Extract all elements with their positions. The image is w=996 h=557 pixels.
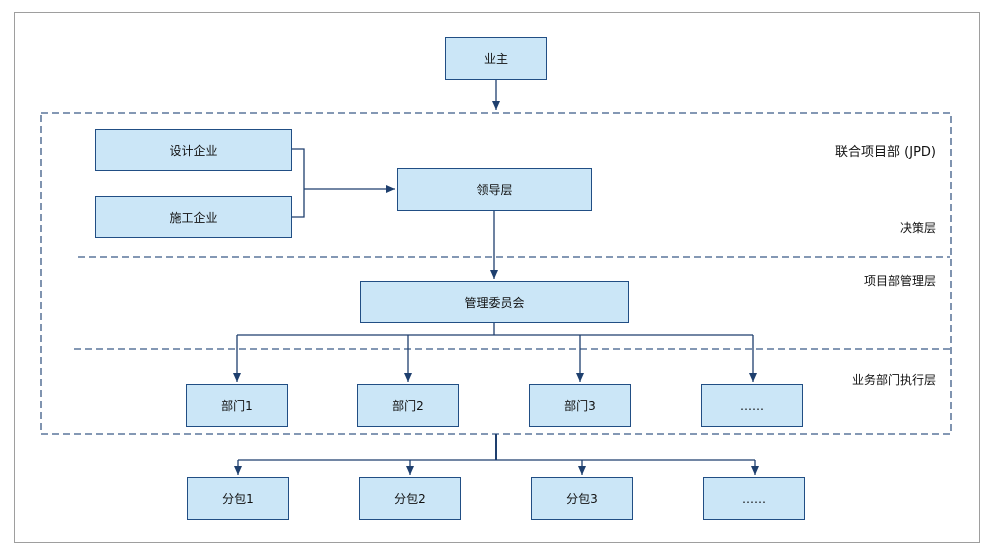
owner-label: 业主 [483,52,508,66]
department-label: …… [740,398,764,413]
subcontract-label: 分包1 [222,492,254,506]
department-label: 部门2 [392,399,424,413]
department-label: 部门3 [564,399,596,413]
department-box: 部门2 [357,384,459,427]
bracket-connector [292,148,305,218]
subcontract-box: 分包1 [187,477,289,520]
management-committee-label: 管理委员会 [464,295,525,310]
jpd-title: 联合项目部 (JPD) [835,145,936,160]
subcontract-label: …… [742,491,766,506]
subcontract-box: 分包3 [531,477,633,520]
subcontract-box: 分包2 [359,477,461,520]
leadership-box: 领导层 [397,168,592,211]
department-label: 部门1 [221,399,253,413]
owner-box: 业主 [445,37,547,80]
design-enterprise-label: 设计企业 [169,143,218,158]
decision-layer-label: 决策层 [899,221,936,235]
department-box: 部门3 [529,384,631,427]
design-enterprise-box: 设计企业 [95,129,292,171]
leadership-label: 领导层 [476,183,513,197]
subcontract-label: 分包3 [566,492,598,506]
department-box: 部门1 [186,384,288,427]
subcontract-label: 分包2 [394,492,426,506]
construction-enterprise-label: 施工企业 [169,210,218,225]
management-layer-label: 项目部管理层 [863,274,936,288]
management-committee-box: 管理委员会 [360,281,629,323]
subcontract-box-more: …… [703,477,805,520]
execution-layer-label: 业务部门执行层 [851,373,936,387]
construction-enterprise-box: 施工企业 [95,196,292,238]
department-box-more: …… [701,384,803,427]
